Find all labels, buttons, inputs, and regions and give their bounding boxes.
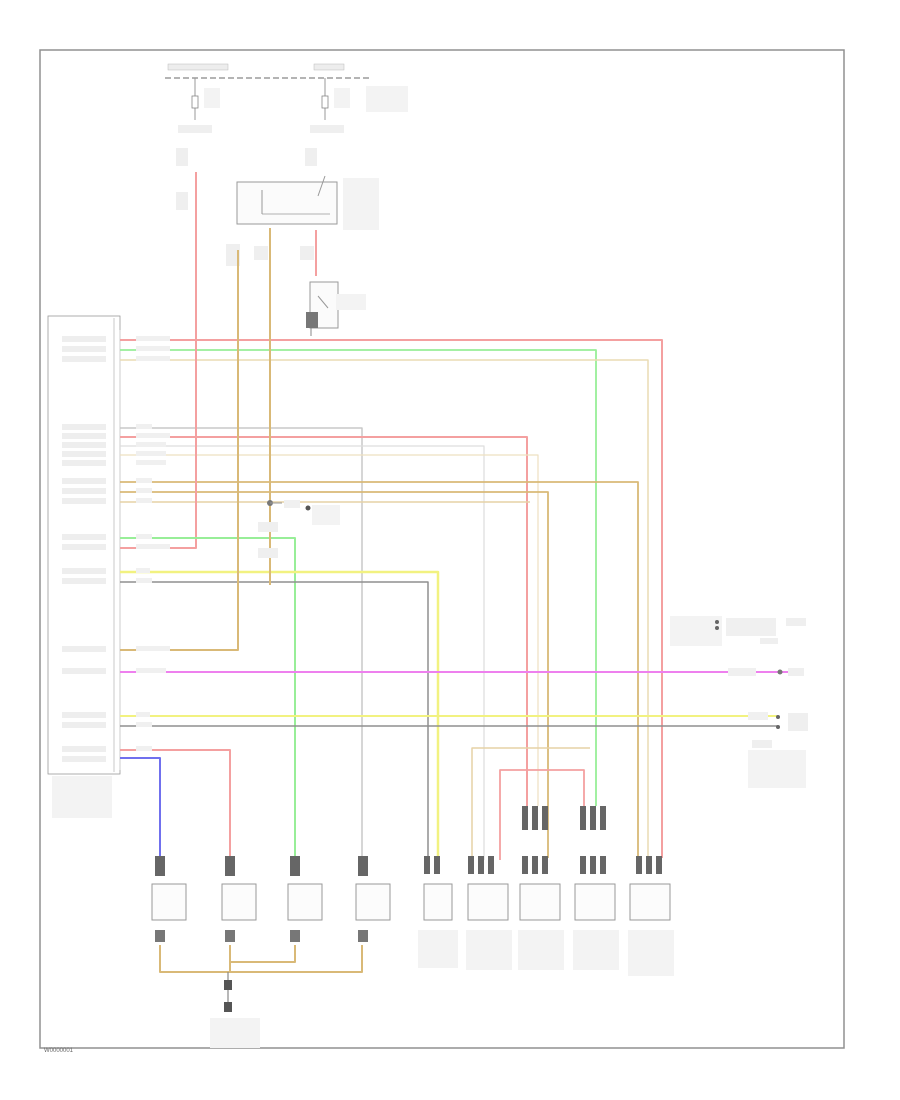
module-1 [418,856,458,968]
sensor-1 [151,856,187,942]
relay-box [226,175,379,266]
wire-red [120,339,663,858]
wire-red [120,436,528,806]
wire-green [120,349,597,806]
wire-bundle [120,172,788,1012]
sensor-4 [355,856,391,942]
module-2 [466,856,512,970]
ground-connector [210,980,260,1048]
sensor-2 [221,856,257,942]
sensor-3 [287,856,323,942]
wire-yellow [120,570,440,860]
wire-red [499,769,585,860]
wire-tan [159,945,363,973]
splice-point [258,500,340,558]
switch-component [306,281,366,329]
module-pin-labels [62,336,106,762]
wire-green [120,537,296,860]
module-3 [518,806,564,970]
fuse-left [191,78,220,120]
wire-red [120,749,231,860]
wire-blue [120,757,161,860]
right-connector-block [670,616,808,788]
fuse-right [321,78,408,120]
wire-color-labels [136,336,170,751]
wire-tan [120,481,639,858]
module-5 [628,856,674,976]
module-4 [573,806,619,970]
wire-tan [471,747,590,860]
wire-tan [120,250,239,651]
wire-light [120,454,539,806]
wire-tan [120,359,649,858]
wire-tan [120,491,549,858]
wire-tan [230,945,296,963]
control-module [47,315,121,818]
diagram-frame [39,49,845,1049]
fuse-supply-section [165,63,408,210]
diagram-code: W0000001 [44,1048,74,1054]
wire-light [120,445,485,860]
wire-gray [120,581,429,860]
